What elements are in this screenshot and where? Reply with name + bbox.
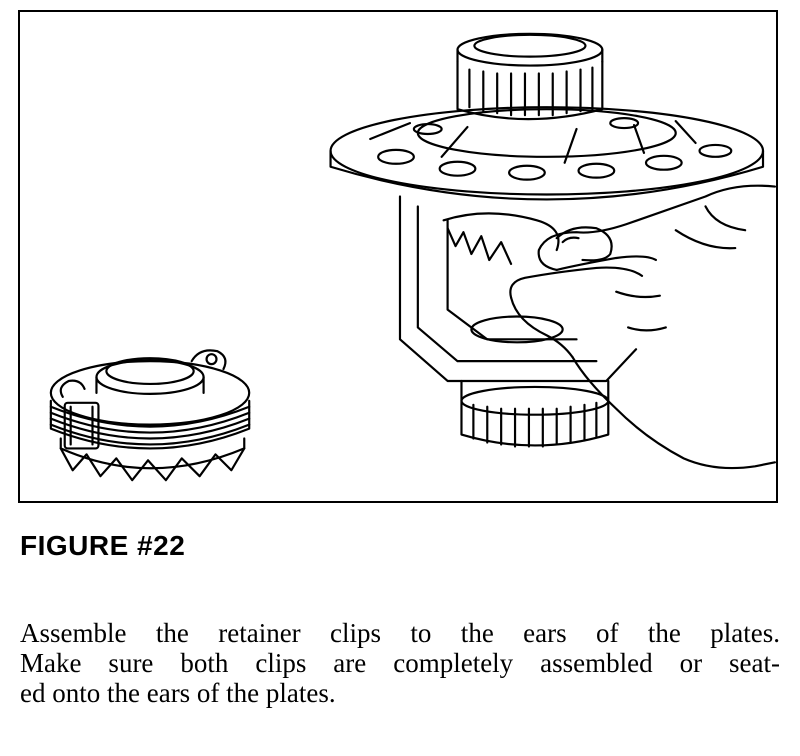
instruction-line-1: Assemble the retainer clips to the ears … xyxy=(20,618,780,648)
hand-drawing xyxy=(509,184,776,470)
figure-caption: FIGURE #22 xyxy=(20,530,186,561)
differential-assembly-illustration xyxy=(49,32,776,482)
side-gear-plate-pack-drawing xyxy=(49,349,251,482)
instruction-paragraph: Assemble the retainer clips to the ears … xyxy=(20,618,780,708)
figure-illustration-frame xyxy=(18,10,778,503)
instruction-line-2: Make sure both clips are completely asse… xyxy=(20,648,780,678)
instruction-line-3: ed onto the ears of the plates. xyxy=(20,678,336,708)
